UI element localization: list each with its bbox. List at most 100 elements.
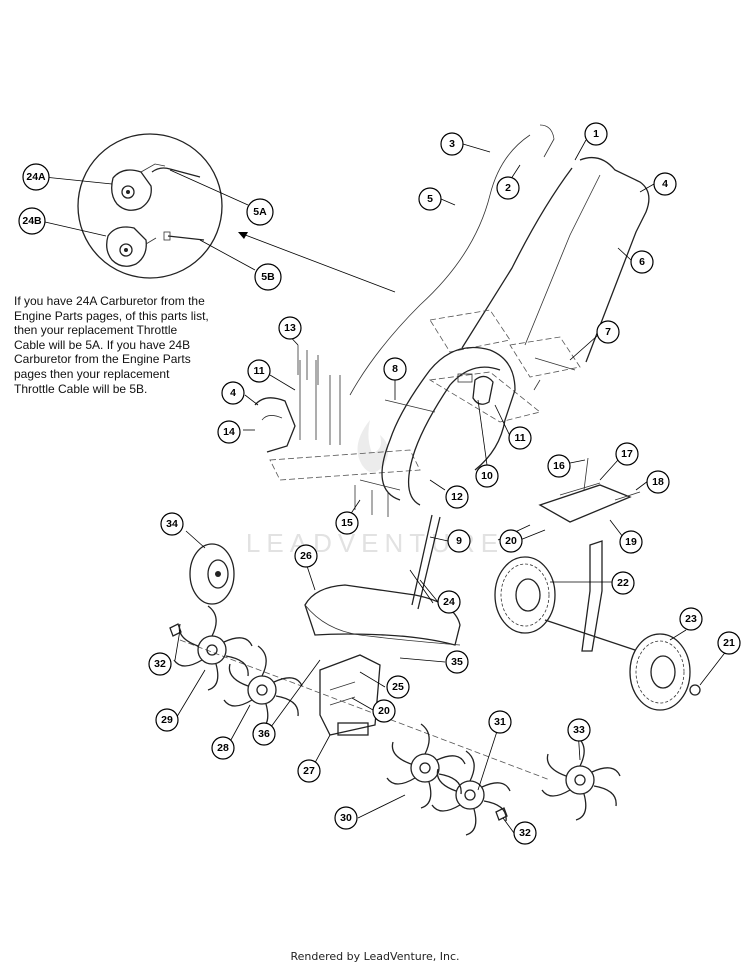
callout-19: 19 <box>619 530 643 554</box>
svg-text:20: 20 <box>505 535 517 547</box>
svg-text:14: 14 <box>223 426 235 438</box>
callout-36: 36 <box>252 722 276 746</box>
svg-text:4: 4 <box>230 387 236 399</box>
callout-21: 21 <box>717 631 741 655</box>
svg-text:28: 28 <box>217 742 229 754</box>
svg-text:32: 32 <box>519 827 531 839</box>
tine-30 <box>386 723 466 809</box>
svg-text:20: 20 <box>378 705 390 717</box>
callout-30: 30 <box>334 806 358 830</box>
callout-32-left: 32 <box>148 652 172 676</box>
assembly-box-right <box>509 336 581 378</box>
callout-9: 9 <box>447 529 471 553</box>
callout-24b: 24B <box>18 207 46 235</box>
watermark-flame-icon <box>357 420 389 473</box>
upper-handle <box>461 156 650 391</box>
svg-text:24B: 24B <box>22 215 42 227</box>
callout-5b: 5B <box>254 263 282 291</box>
callout-15: 15 <box>335 511 359 535</box>
handle-knob-10 <box>457 373 494 405</box>
callout-4-left: 4 <box>221 381 245 405</box>
callout-22: 22 <box>611 571 635 595</box>
svg-text:25: 25 <box>392 681 404 693</box>
svg-text:27: 27 <box>303 765 315 777</box>
wheel-nut-21 <box>689 684 701 696</box>
callout-26: 26 <box>294 544 318 568</box>
svg-text:12: 12 <box>451 491 463 503</box>
callout-24a: 24A <box>22 163 50 191</box>
throttle-cable <box>349 134 531 396</box>
bolt-8 <box>384 399 436 413</box>
wheel-axle-bracket-22 <box>544 540 636 652</box>
svg-text:10: 10 <box>481 470 493 482</box>
svg-text:6: 6 <box>639 256 645 268</box>
bolt-16 <box>583 457 589 491</box>
callout-12: 12 <box>445 485 469 509</box>
tine-shield <box>304 584 461 646</box>
svg-text:31: 31 <box>494 716 506 728</box>
handle-bracket <box>254 360 341 453</box>
svg-text:1: 1 <box>593 128 599 140</box>
footer-credit: Rendered by LeadVenture, Inc. <box>290 950 460 963</box>
svg-text:33: 33 <box>573 724 585 736</box>
depth-bar <box>411 514 441 610</box>
svg-text:2: 2 <box>505 182 511 194</box>
callout-28: 28 <box>211 736 235 760</box>
transport-wheel-rear <box>494 556 556 634</box>
hairpin-clip-right <box>495 807 508 821</box>
tine-29 <box>173 605 253 691</box>
svg-text:29: 29 <box>161 714 173 726</box>
callout-11-left: 11 <box>247 359 271 383</box>
callout-11-right: 11 <box>508 426 532 450</box>
callout-34: 34 <box>160 512 184 536</box>
callout-1: 1 <box>584 122 608 146</box>
callout-35: 35 <box>445 650 469 674</box>
bolts-13 <box>297 345 319 385</box>
svg-text:36: 36 <box>258 728 270 740</box>
callout-33: 33 <box>567 718 591 742</box>
callout-23: 23 <box>679 607 703 631</box>
wheel-bracket-17 <box>538 482 632 523</box>
callout-18: 18 <box>646 470 670 494</box>
callout-20-right: 20 <box>499 529 523 553</box>
svg-text:8: 8 <box>392 363 398 375</box>
callout-20-center: 20 <box>372 699 396 723</box>
lower-handle <box>359 346 516 506</box>
carburetor-24a-icon <box>111 163 166 211</box>
transport-wheel-left <box>189 543 235 605</box>
callout-31: 31 <box>488 710 512 734</box>
svg-text:17: 17 <box>621 448 633 460</box>
tine-31 <box>431 750 511 836</box>
callout-29: 29 <box>155 708 179 732</box>
callout-7: 7 <box>596 320 620 344</box>
callout-32-right: 32 <box>513 821 537 845</box>
callout-17: 17 <box>615 442 639 466</box>
callout-3: 3 <box>440 132 464 156</box>
callout-5: 5 <box>418 187 442 211</box>
svg-text:18: 18 <box>652 476 664 488</box>
callout-27: 27 <box>297 759 321 783</box>
svg-text:9: 9 <box>456 535 462 547</box>
callout-25: 25 <box>386 675 410 699</box>
callout-5a: 5A <box>246 198 274 226</box>
carburetor-detail-inset <box>77 133 223 279</box>
svg-text:32: 32 <box>154 658 166 670</box>
callout-16: 16 <box>547 454 571 478</box>
svg-text:13: 13 <box>284 322 296 334</box>
bolts-15 <box>354 485 389 517</box>
svg-text:34: 34 <box>166 518 178 530</box>
svg-text:30: 30 <box>340 812 352 824</box>
callout-10: 10 <box>475 464 499 488</box>
assembly-box-upper <box>429 309 511 353</box>
svg-text:35: 35 <box>451 656 463 668</box>
svg-text:19: 19 <box>625 536 637 548</box>
svg-text:7: 7 <box>605 326 611 338</box>
svg-text:4: 4 <box>662 178 668 190</box>
svg-text:5B: 5B <box>261 271 275 283</box>
svg-text:24: 24 <box>443 596 455 608</box>
carburetor-cable-note: If you have 24A Carburetor from the Engi… <box>14 294 209 396</box>
svg-text:22: 22 <box>617 577 629 589</box>
bolt-7 <box>534 357 576 371</box>
transport-wheel-23 <box>629 633 691 711</box>
